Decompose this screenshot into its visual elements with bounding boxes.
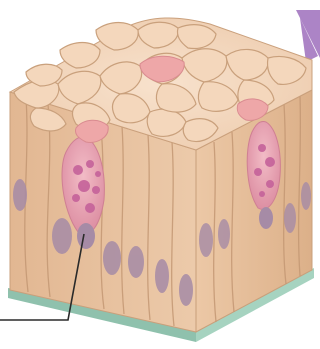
arrow-icon [296,10,320,62]
